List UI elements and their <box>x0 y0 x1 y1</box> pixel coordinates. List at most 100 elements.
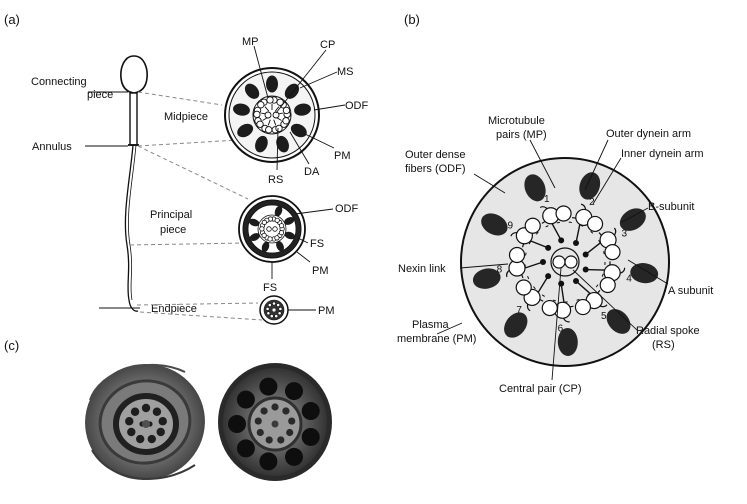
pp-label-fs: FS <box>310 238 324 250</box>
panel-b-label: (b) <box>404 12 420 27</box>
pp-doublet-b <box>267 236 273 242</box>
projection-lines <box>129 91 263 321</box>
label-principal-piece-1: Principal <box>150 209 192 221</box>
em-dense-fiber <box>285 382 303 401</box>
pp-label-odf: ODF <box>335 203 359 215</box>
b-label-plasma-1: Plasma <box>412 319 450 331</box>
principal-leaders <box>271 208 334 279</box>
outer-dense-fiber <box>619 208 646 231</box>
midpiece-leaders <box>253 45 346 171</box>
em-doublet <box>254 417 262 425</box>
label-connecting-piece-1: Connecting <box>31 76 87 88</box>
midpiece-cross-section <box>224 67 320 163</box>
em-doublet <box>152 407 162 416</box>
doublet-number: 3 <box>622 229 628 240</box>
pp-odf-fiber <box>284 217 295 225</box>
em-doublet <box>158 417 167 426</box>
ep-doublet <box>269 314 274 319</box>
radial-spoke <box>575 224 581 244</box>
ep-doublet <box>277 311 282 316</box>
mid-label-cp: CP <box>320 39 335 51</box>
pp-odf-fiber <box>261 241 270 253</box>
em-doublet <box>127 427 136 437</box>
radial-spoke-head <box>573 278 579 285</box>
sperm-tail-inner <box>128 144 137 301</box>
radial-spoke <box>585 242 601 256</box>
b-label-odf-1: Outer dense <box>405 149 466 161</box>
doublet-number: 4 <box>626 273 632 284</box>
outer-dense-fiber <box>481 213 508 236</box>
em-doublet <box>288 417 296 425</box>
pp-doublet-b <box>278 230 285 236</box>
em-dense-fiber <box>228 415 246 433</box>
mid-radial-spoke <box>274 106 280 112</box>
doublet-b-subunit <box>524 217 541 234</box>
em-dense-fiber <box>236 390 255 409</box>
outer-dense-fiber <box>579 172 601 200</box>
doublet-number: 5 <box>601 311 607 322</box>
em-doublet <box>125 417 134 426</box>
ep-doublet <box>274 314 279 319</box>
doublet-b-subunit <box>586 215 604 233</box>
em-doublet <box>130 407 140 416</box>
pp-odf-fiber <box>274 205 283 217</box>
em-doublet <box>271 403 279 411</box>
pp-odf-fiber <box>284 231 296 240</box>
doublet-b-subunit <box>541 299 558 317</box>
em-dense-fiber <box>285 447 303 466</box>
ep-doublet <box>276 303 281 307</box>
panel-c-label: (c) <box>4 338 19 353</box>
doublet-number: 6 <box>558 323 564 334</box>
mid-label-da: DA <box>304 166 320 178</box>
radial-spoke-head <box>545 273 552 280</box>
mid-label-odf: ODF <box>345 100 369 112</box>
b-label-outer-dynein: Outer dynein arm <box>606 128 691 140</box>
mid-doublet-b <box>256 120 264 128</box>
mid-doublet-b <box>276 98 284 106</box>
label-connecting-piece-2: piece <box>87 89 113 101</box>
doublet-number: 2 <box>589 197 595 208</box>
outer-dense-fiber <box>630 263 659 284</box>
ep-doublet <box>267 303 272 307</box>
outer-dense-fiber <box>524 174 546 202</box>
em-micrograph-left <box>82 360 212 492</box>
mid-odf-fiber <box>233 103 250 116</box>
radial-spoke-head <box>582 266 589 273</box>
ep-label-pm: PM <box>318 305 335 317</box>
b-label-radial-2: (RS) <box>652 339 675 351</box>
mid-doublet-b <box>275 124 283 133</box>
doublet-number: 9 <box>508 221 514 232</box>
principal-piece-cross-section <box>238 195 306 263</box>
pp-doublet-b <box>278 223 285 229</box>
ep-doublet <box>266 311 271 316</box>
mid-doublet-b <box>282 117 290 125</box>
em-micrograph-right <box>218 363 332 481</box>
em-doublet <box>282 407 290 415</box>
sperm-tail <box>124 144 139 312</box>
pp-label-fs-bottom: FS <box>263 282 277 294</box>
radial-spoke <box>560 283 565 303</box>
mid-odf-fiber <box>237 123 254 138</box>
doublet-number: 8 <box>497 264 503 275</box>
b-label-odf-2: fibers (ODF) <box>405 163 466 175</box>
mid-odf-fiber <box>276 135 289 153</box>
radial-spoke-head <box>540 259 546 265</box>
em-doublet <box>141 403 151 413</box>
b-label-b-subunit: B-subunit <box>648 201 694 213</box>
mid-odf-fiber <box>266 75 278 93</box>
sperm-labels <box>85 91 140 309</box>
em-doublet <box>147 434 157 444</box>
panel-a-label: (a) <box>4 12 20 27</box>
em-dense-fiber <box>259 452 278 471</box>
outer-dense-fiber <box>504 312 528 338</box>
radial-spoke-head <box>573 239 579 246</box>
mid-label-mp: MP <box>242 36 259 48</box>
doublet-b-subunit <box>599 276 616 294</box>
b-label-mp-1: Microtubule <box>488 115 545 127</box>
radial-spoke <box>537 275 549 293</box>
pp-label-pm: PM <box>312 265 329 277</box>
endpiece-cross-section <box>259 295 316 325</box>
em-doublet <box>260 407 268 415</box>
mid-label-rs: RS <box>268 174 283 186</box>
